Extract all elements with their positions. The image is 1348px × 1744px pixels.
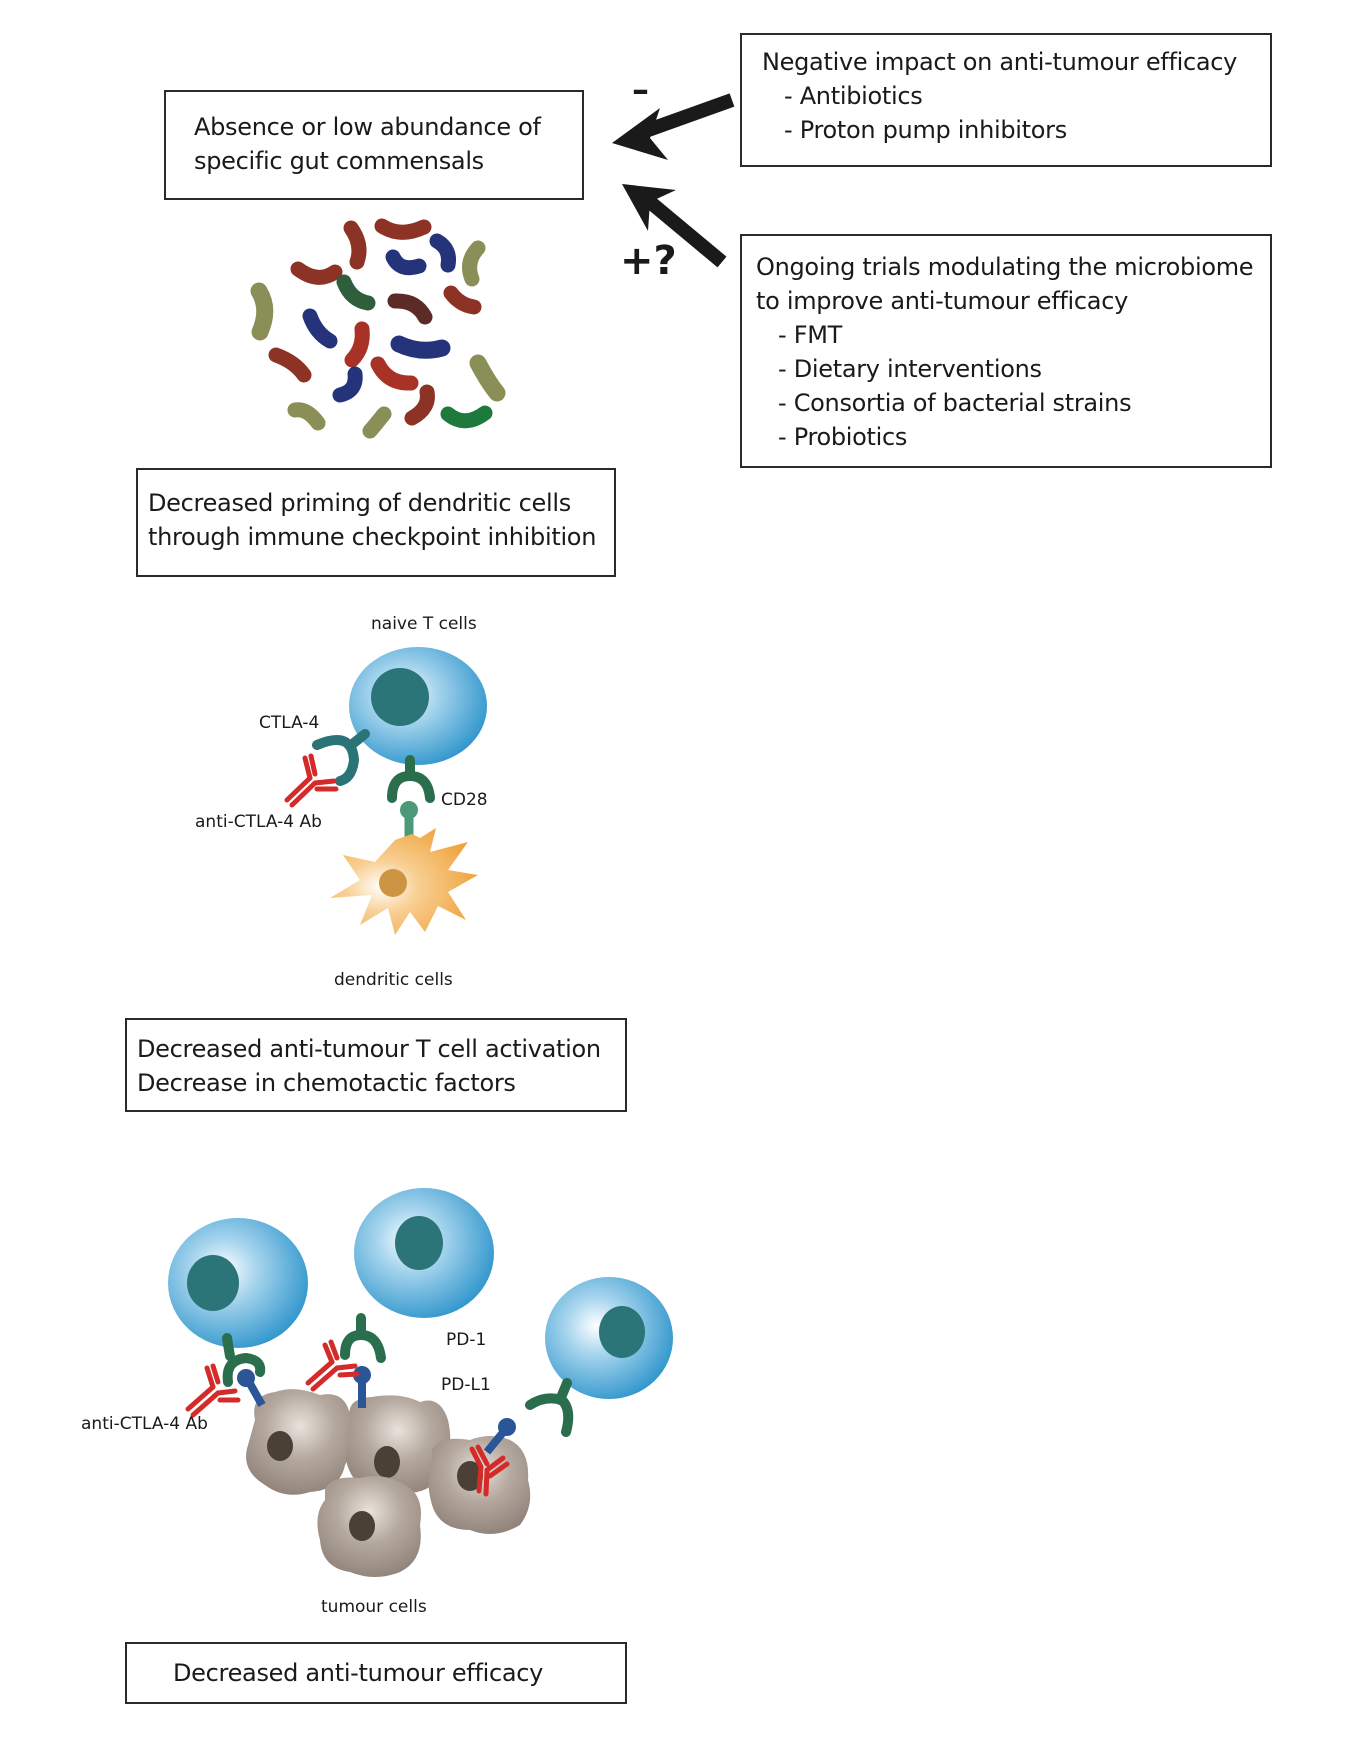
efficacy-box-line: Decreased anti-tumour efficacy — [173, 1659, 544, 1687]
tumour-cell-nucleus — [374, 1446, 400, 1478]
t-cell-left — [168, 1218, 308, 1348]
bacterium — [374, 218, 432, 240]
negative-sign: – — [632, 70, 649, 110]
negative-impact-item: - Proton pump inhibitors — [784, 116, 1067, 144]
bacterium — [370, 356, 419, 391]
trials-title-line-1: Ongoing trials modulating the microbiome — [756, 253, 1254, 281]
gut-box-line-2: specific gut commensals — [194, 147, 484, 175]
tumour-cell-nucleus — [457, 1461, 483, 1491]
bacterium — [336, 274, 376, 311]
bacterium — [385, 249, 427, 276]
priming-box-line-1: Decreased priming of dendritic cells — [148, 489, 571, 517]
pdl1-label: PD-L1 — [441, 1375, 491, 1395]
pd1-receptor-right — [525, 1378, 574, 1437]
pd1-label: PD-1 — [446, 1330, 487, 1350]
pdl1-ligand-middle — [353, 1366, 371, 1408]
t-cell-nucleus — [371, 668, 429, 726]
trials-item: - Dietary interventions — [778, 355, 1042, 383]
t-cell-middle — [354, 1188, 494, 1318]
bacterium — [362, 406, 392, 439]
tumour-cell-nucleus — [267, 1431, 293, 1461]
anti-ctla4-ab-label-top: anti-CTLA-4 Ab — [195, 812, 322, 832]
bacterium — [387, 293, 433, 325]
positive-uncertain-sign: +? — [620, 238, 677, 284]
positive-arrow — [622, 184, 727, 268]
ctla4-receptor — [312, 729, 370, 786]
pdl1-ligand-right — [483, 1418, 516, 1455]
trials-title-line-2: to improve anti-tumour efficacy — [756, 287, 1129, 315]
ctla4-label: CTLA-4 — [259, 713, 320, 733]
bacterium — [469, 354, 506, 402]
bacterium — [302, 308, 338, 349]
decreased-priming-box: Decreased priming of dendritic cells thr… — [136, 468, 616, 577]
negative-impact-box: Negative impact on anti-tumour efficacy … — [740, 33, 1272, 167]
tumour-cell — [246, 1389, 354, 1495]
negative-impact-title: Negative impact on anti-tumour efficacy — [762, 48, 1238, 76]
decreased-activation-box: Decreased anti-tumour T cell activation … — [125, 1018, 627, 1112]
bacterium — [332, 366, 363, 403]
bacterium — [344, 321, 370, 368]
priming-box-line-2: through immune checkpoint inhibition — [148, 523, 597, 551]
pd1-receptor-left — [222, 1333, 266, 1387]
antibody-right — [469, 1444, 510, 1497]
pdl1-ligand-left — [237, 1369, 266, 1407]
gut-box-line-1: Absence or low abundance of — [194, 113, 541, 141]
antibody-left — [185, 1363, 241, 1418]
bacterium — [390, 335, 451, 359]
gut-bacteria-cluster — [250, 218, 506, 439]
naive-t-cells-label: naive T cells — [371, 614, 477, 634]
dendritic-cell — [330, 828, 478, 935]
bacterium — [404, 384, 435, 426]
ongoing-trials-box: Ongoing trials modulating the microbiome… — [740, 234, 1272, 468]
antibody-middle — [305, 1339, 360, 1392]
pd1-receptor-middle — [340, 1313, 386, 1363]
negative-arrow — [612, 93, 735, 160]
anti-ctla4-ab-label-bottom: anti-CTLA-4 Ab — [81, 1414, 208, 1434]
t-cell-right — [545, 1277, 673, 1399]
bacterium — [443, 285, 482, 315]
decreased-efficacy-box: Decreased anti-tumour efficacy — [125, 1642, 627, 1704]
naive-t-cell — [349, 647, 487, 765]
trials-item: - Probiotics — [778, 423, 908, 451]
bacterium — [440, 405, 493, 429]
bacterium — [268, 347, 312, 383]
bacterium — [429, 233, 456, 273]
cd28-receptor — [387, 755, 435, 803]
dendritic-cell-nucleus — [379, 869, 407, 897]
trials-item: - FMT — [778, 321, 842, 349]
bacterium — [287, 402, 326, 431]
tumour-cell — [346, 1395, 451, 1495]
tumour-cell-nucleus — [349, 1511, 375, 1541]
activation-box-line-2: Decrease in chemotactic factors — [137, 1069, 516, 1097]
negative-impact-item: - Antibiotics — [784, 82, 923, 110]
tumour-cell-cluster — [246, 1389, 531, 1577]
bacterium — [290, 261, 343, 285]
gut-commensals-box: Absence or low abundance of specific gut… — [164, 90, 584, 200]
cd28-label: CD28 — [441, 790, 488, 810]
anti-ctla4-antibody-top — [284, 753, 339, 808]
dendritic-cells-label: dendritic cells — [334, 970, 453, 990]
bacterium — [343, 220, 367, 270]
bacterium — [462, 240, 486, 287]
activation-box-line-1: Decreased anti-tumour T cell activation — [137, 1035, 601, 1063]
bacterium — [250, 282, 274, 341]
tumour-cells-label: tumour cells — [321, 1597, 427, 1617]
trials-item: - Consortia of bacterial strains — [778, 389, 1132, 417]
